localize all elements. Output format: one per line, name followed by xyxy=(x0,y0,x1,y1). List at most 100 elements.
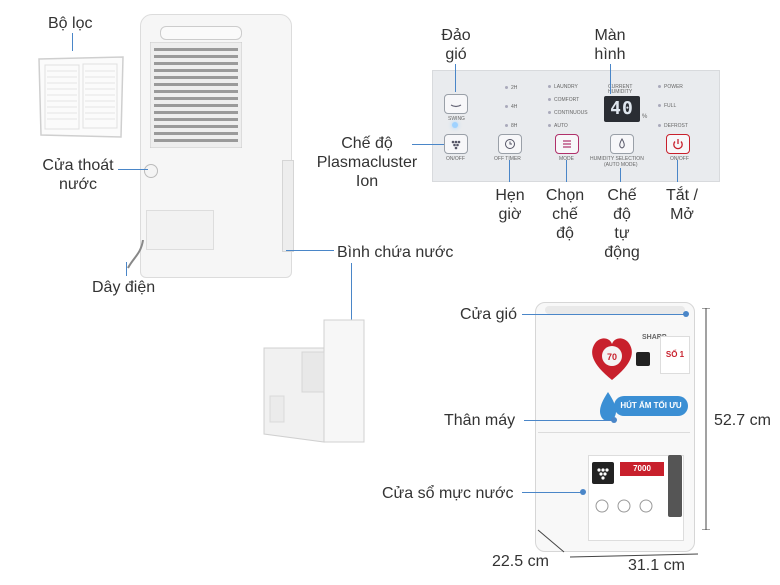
air-outlet-label: Cửa gió xyxy=(460,306,517,323)
capacity-badge: 7000 xyxy=(620,462,664,476)
width-dimension-line xyxy=(569,548,699,558)
mode-label: Chọn chế độ xyxy=(540,186,590,243)
water-window-label: Cửa sổ mực nước xyxy=(382,485,514,502)
timer-label: Hẹn giờ xyxy=(490,186,530,224)
air-outlet-top xyxy=(545,306,685,314)
screen-label-line2: hình xyxy=(594,46,626,63)
optimal-humidity-banner-text: HÚT ẨM TỐI ƯU xyxy=(620,401,682,410)
auto-label-line1: Chế xyxy=(607,187,637,204)
auto-mode-label: (AUTO MODE) xyxy=(604,162,638,168)
timer-2h-label: 2H xyxy=(511,85,518,91)
mode-label-line2: chế xyxy=(552,206,578,223)
onoff-label: Tắt / Mở xyxy=(660,186,704,224)
front-seam xyxy=(538,432,690,433)
depth-dimension-label: 22.5 cm xyxy=(492,553,549,570)
plasmacluster-label: Chế độ Plasmacluster Ion xyxy=(308,134,426,191)
power-cord xyxy=(125,239,145,270)
auto-label-line2: độ xyxy=(613,206,631,223)
mode-button[interactable] xyxy=(555,134,579,154)
plasmacluster-button-label: ON/OFF xyxy=(446,156,465,162)
swing-leader-line xyxy=(455,64,456,92)
water-level-window xyxy=(668,455,682,517)
screen-label-line1: Màn xyxy=(594,27,626,44)
tank-side-panel xyxy=(282,160,294,252)
drain-label-line2: nước xyxy=(58,176,98,193)
water-drop-icon xyxy=(594,390,622,424)
off-timer-button-label: OFF TIMER xyxy=(494,156,521,162)
mode-label-line1: Chọn xyxy=(545,187,585,204)
mode-leader-line xyxy=(566,160,567,182)
status-full-label: FULL xyxy=(664,103,677,109)
drain-label: Cửa thoát nước xyxy=(38,156,118,194)
mode-continuous-led xyxy=(548,111,551,114)
svg-text:70: 70 xyxy=(607,352,617,362)
mode-auto-led xyxy=(548,124,551,127)
optimal-humidity-banner: HÚT ẨM TỐI ƯU xyxy=(614,396,688,416)
timer-label-line2: giờ xyxy=(498,206,522,223)
plasmacluster-button[interactable] xyxy=(444,134,468,154)
plasmacluster-label-line1: Chế độ xyxy=(341,135,393,152)
status-defrost-led xyxy=(658,124,661,127)
height-dimension-line xyxy=(702,307,710,531)
air-outlet-leader-dot xyxy=(683,311,689,317)
plasmacluster-leader-line xyxy=(412,144,444,145)
mode-continuous-label: CONTINUOUS xyxy=(554,110,588,116)
status-power-led xyxy=(658,85,661,88)
auto-leader-line xyxy=(620,168,621,182)
filter-leader-line xyxy=(72,33,73,51)
swing-label: Đảo gió xyxy=(436,26,476,64)
timer-4h-label: 4H xyxy=(511,104,518,110)
mode-comfort-led xyxy=(548,98,551,101)
off-timer-button[interactable] xyxy=(498,134,522,154)
filter-label: Bộ lọc xyxy=(48,15,93,32)
ion-indicator-light xyxy=(452,122,458,128)
humidity-percent-sign: % xyxy=(642,114,648,120)
humidity-display: 40 xyxy=(604,96,640,122)
onoff-label-line1: Tắt / xyxy=(665,187,698,204)
drain-label-line1: Cửa thoát xyxy=(42,157,114,174)
power-button[interactable] xyxy=(666,134,690,154)
plasmacluster-label-line3: Ion xyxy=(355,173,379,190)
brand-logo: SHARP xyxy=(642,334,667,341)
capacity-badge-text: 7000 xyxy=(633,464,651,473)
mode-comfort-label: COMFORT xyxy=(554,97,580,103)
drain-port xyxy=(144,164,158,178)
power-cord-label: Dây điện xyxy=(92,279,156,296)
control-panel xyxy=(432,70,720,182)
water-window-leader-line xyxy=(522,492,584,493)
depth-dimension-line xyxy=(536,528,568,554)
timer-2h-led xyxy=(505,86,508,89)
humidity-selection-label: HUMIDITY SELECTION xyxy=(590,156,644,162)
product-small-icon xyxy=(636,352,650,366)
width-dimension-label: 31.1 cm xyxy=(628,557,685,574)
tank-leader-line-h xyxy=(286,250,334,251)
timer-8h-label: 8H xyxy=(511,123,518,129)
power-button-label: ON/OFF xyxy=(670,156,689,162)
swing-label-line1: Đảo xyxy=(441,27,471,44)
auto-label-line4: động xyxy=(604,244,640,261)
timer-label-line1: Hẹn xyxy=(495,187,525,204)
water-window-leader-dot xyxy=(580,489,586,495)
swing-label-line2: gió xyxy=(445,46,467,63)
sticker-icon-row xyxy=(594,496,658,516)
timer-4h-led xyxy=(505,105,508,108)
onoff-label-line2: Mở xyxy=(670,206,694,223)
drain-leader-line xyxy=(118,169,148,170)
status-full-led xyxy=(658,104,661,107)
timer-leader-line xyxy=(509,160,510,182)
body-leader-line xyxy=(524,420,614,421)
tank-leader-line-v xyxy=(351,263,352,325)
award-badge: SỐ 1 xyxy=(660,336,690,374)
filter-image xyxy=(37,55,125,139)
body-label: Thân máy xyxy=(444,412,516,429)
power-cord-leader-line xyxy=(126,262,127,276)
current-humidity-label-2: HUMIDITY xyxy=(608,89,633,95)
onoff-leader-line xyxy=(677,160,678,182)
air-outlet-leader-line xyxy=(522,314,686,315)
current-humidity-label-1: CURRENT xyxy=(608,84,633,90)
swing-button[interactable] xyxy=(444,94,468,114)
water-tank-image xyxy=(262,318,368,446)
screen-label: Màn hình xyxy=(585,26,635,64)
auto-label: Chế độ tự động xyxy=(600,186,644,262)
humidity-selection-button[interactable] xyxy=(610,134,634,154)
